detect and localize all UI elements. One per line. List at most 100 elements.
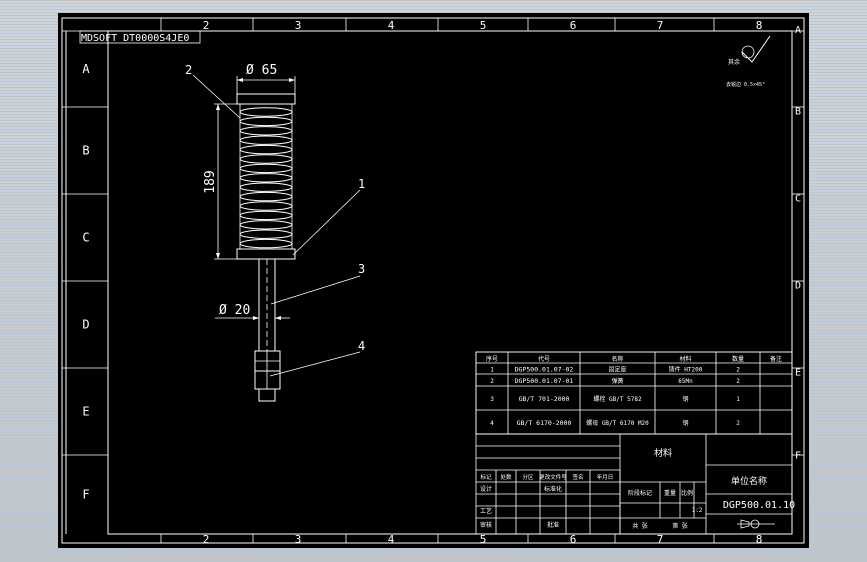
bom-cell-r3-c3: 钢 (682, 395, 688, 403)
stage-label: 阶段标记 (628, 489, 652, 497)
zone-col-bottom-2: 2 (203, 533, 210, 546)
bom-cell-r4-c1: GB/T 6170-2000 (517, 419, 572, 427)
spring-coils (239, 104, 293, 249)
zone-col-bottom-5: 5 (480, 533, 487, 546)
zone-row-right-a: A (795, 25, 801, 36)
bom-cell-r1-c0: 1 (490, 367, 494, 374)
balloon-4: 4 (358, 339, 365, 353)
shaft-end (258, 388, 276, 402)
zone-col-5: 5 (480, 19, 487, 32)
bom-header-0: 序号 (486, 355, 498, 363)
bom-header-5: 备注 (770, 355, 782, 363)
balloon-3: 3 (358, 262, 365, 276)
std-label: 标准化 (544, 485, 562, 493)
company-cell: 单位名称 (731, 475, 767, 487)
zone-row-d: D (82, 318, 89, 332)
dim-top-diameter: Ø 65 (236, 63, 296, 94)
bom-cell-r4-c2: 螺母 GB/T 6170 M20 (586, 419, 649, 427)
zone-row-right-b: B (795, 107, 801, 118)
dim-height: 189 (203, 103, 237, 260)
zone-col-bottom-8: 8 (756, 533, 763, 546)
bom-header-1: 代号 (538, 355, 550, 363)
bom-cell-r3-c2: 螺栓 GB/T 5782 (593, 395, 642, 403)
zone-col-7: 7 (657, 19, 664, 32)
bom-cell-r4-c4: 2 (736, 420, 740, 427)
zone-col-bottom-6: 6 (570, 533, 577, 546)
zone-col-bottom-3: 3 (295, 533, 302, 546)
zone-col-bottom-7: 7 (657, 533, 664, 546)
sheet-number: 第 张 (672, 522, 688, 530)
bom-cell-r3-c1: GB/T 701-2000 (519, 395, 570, 403)
zone-col-2: 2 (203, 19, 210, 32)
title-block: 标记处数 分区更改文件号签名 年月日设计 标准化审核 工艺批准 材料阶段标记 重量比例 1:2… (475, 433, 795, 535)
zone-row-right-d: D (795, 281, 801, 292)
material-cell: 材料 (654, 447, 672, 459)
balloon-2: 2 (185, 63, 192, 77)
roughness-note-line2: 去锐边 0.5×45° (726, 81, 765, 88)
zone-row-right-e: E (795, 368, 801, 379)
zone-col-6: 6 (570, 19, 577, 32)
bom-cell-r2-c3: 65Mn (678, 378, 693, 385)
zone-row-a: A (82, 62, 90, 76)
projection-symbol-cone (740, 519, 750, 529)
role-design: 设计 (480, 485, 492, 493)
bom-cell-r2-c0: 2 (490, 378, 494, 385)
bom-cell-r1-c3: 铸件 HT200 (669, 366, 703, 374)
sheet-count: 共 张 (632, 522, 648, 530)
dim-shaft-diameter: Ø 20 (215, 303, 290, 320)
balloon-1: 1 (358, 177, 365, 191)
roughness-symbol: 其余 去锐边 0.5×45° (726, 35, 771, 88)
bom-cell-r1-c4: 2 (736, 367, 740, 374)
bom-cell-r3-c0: 3 (490, 396, 494, 403)
zone-col-8: 8 (756, 19, 763, 32)
scale-label: 比例 (681, 489, 693, 497)
bom-cell-r2-c4: 2 (736, 378, 740, 385)
header-code-box (79, 30, 201, 44)
change-label-5: 年月日 (597, 473, 614, 481)
leader-lines: 2 1 3 4 (185, 63, 365, 377)
drawing-number: DGP500.01.10 (723, 500, 795, 511)
top-diameter-label: Ø 65 (246, 63, 277, 78)
bom-cell-r4-c3: 钢 (682, 419, 688, 427)
change-label-3: 更改文件号 (539, 473, 567, 481)
zone-col-4: 4 (388, 19, 395, 32)
weight-label: 重量 (664, 489, 676, 497)
change-label-0: 标记 (480, 473, 492, 481)
zone-col-bottom-4: 4 (388, 533, 395, 546)
bom-cell-r2-c2: 弹簧 (611, 377, 623, 385)
bom-cell-r1-c1: DGP500.01.07-02 (515, 366, 574, 374)
zone-row-f: F (82, 488, 89, 502)
height-label: 189 (203, 170, 218, 193)
zone-row-b: B (82, 144, 89, 158)
roughness-note-line1: 其余 (728, 58, 740, 66)
top-cap (236, 93, 296, 105)
zone-col-3: 3 (295, 19, 302, 32)
bom-header-2: 名称 (611, 355, 623, 363)
zone-row-c: C (82, 231, 89, 245)
bom-cell-r1-c2: 固定座 (608, 366, 626, 374)
change-label-4: 签名 (572, 473, 583, 481)
change-label-2: 分区 (522, 473, 534, 481)
projection-symbol-circle (750, 519, 760, 529)
zone-columns: 2 2 3 3 4 4 5 5 6 6 7 7 8 8 (160, 18, 763, 546)
header-code: MDSOFT DT0000S4JE0 (81, 33, 189, 44)
bom-header-3: 材料 (679, 355, 691, 363)
role-process: 工艺 (480, 507, 492, 515)
scale-value: 1:2 (692, 507, 703, 514)
bom-cell-r4-c0: 4 (490, 420, 494, 427)
shaft-diameter-label: Ø 20 (219, 303, 250, 318)
bom-cell-r2-c1: DGP500.01.07-01 (515, 377, 574, 385)
role-review: 审核 (480, 521, 492, 529)
bom-header-4: 数量 (732, 355, 744, 363)
zone-row-right-f: F (795, 451, 801, 462)
change-label-1: 处数 (500, 473, 512, 481)
zone-row-e: E (82, 405, 89, 419)
spring-assembly (236, 93, 296, 402)
drawing-sheet (58, 13, 809, 548)
bom-cell-r3-c4: 1 (736, 396, 740, 403)
zone-row-right-c: C (795, 194, 801, 205)
outer-border (61, 17, 805, 544)
approve-label: 批准 (547, 521, 559, 529)
